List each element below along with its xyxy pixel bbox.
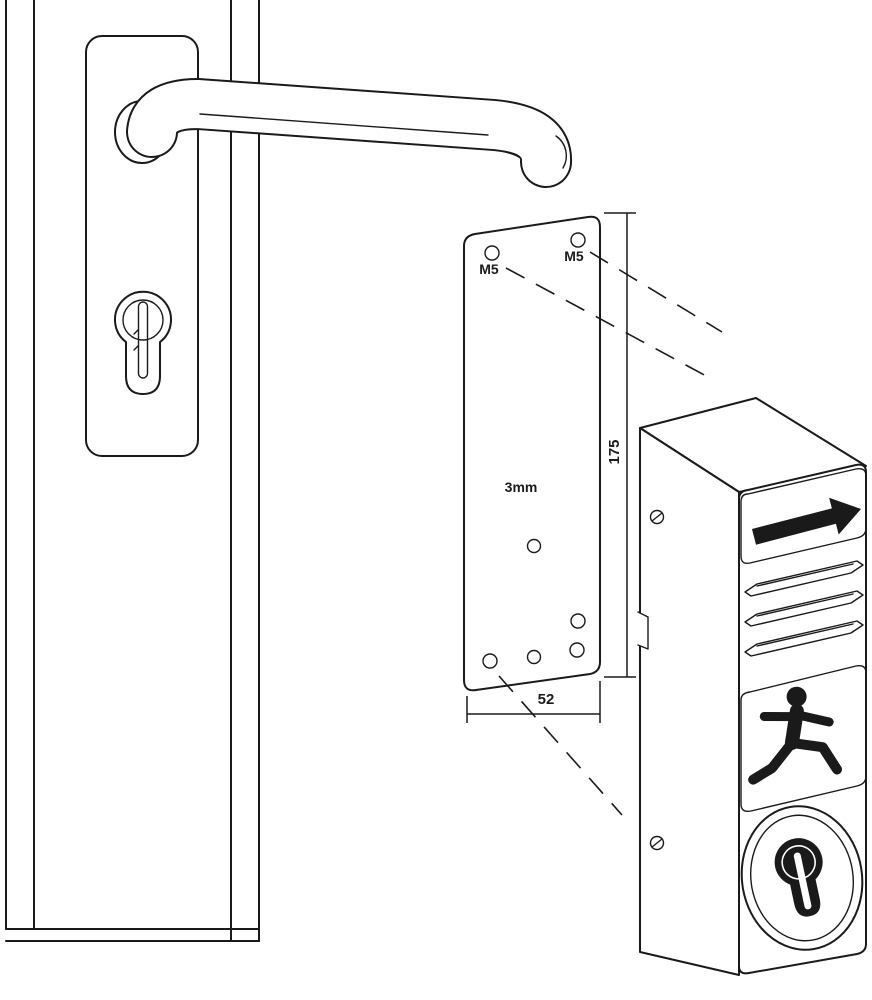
screw-slot bbox=[651, 512, 663, 522]
dimension-label-height: 175 bbox=[606, 439, 623, 464]
running-man-back-leg bbox=[748, 737, 797, 785]
arrow-right-icon bbox=[752, 497, 861, 545]
louver-slot-3 bbox=[744, 620, 864, 657]
lever-handle-end-contour bbox=[555, 135, 568, 169]
exit-sign-frame bbox=[740, 664, 867, 813]
mounting-plate-outline bbox=[463, 215, 601, 692]
screw-slot bbox=[651, 838, 663, 848]
running-man-back-arm bbox=[759, 711, 800, 722]
lever-handle-fill bbox=[128, 79, 570, 186]
plate-hole-center bbox=[526, 538, 542, 554]
euro-cylinder-icon bbox=[774, 838, 823, 917]
device-louver-grille bbox=[744, 560, 864, 657]
louver-slot-2-inner-line bbox=[756, 593, 854, 617]
plate-hole-top-left bbox=[484, 245, 500, 261]
device-left-face bbox=[639, 427, 740, 976]
device-arrow-sign bbox=[740, 467, 867, 565]
mounting-plate: M5 M5 3mm bbox=[463, 215, 601, 692]
device-screw-top bbox=[649, 509, 665, 525]
plate-hole-lower-right bbox=[570, 613, 586, 629]
running-man-icon bbox=[748, 686, 843, 785]
dimension-plate-height: 175 bbox=[604, 212, 636, 678]
door-panel-lines bbox=[230, 0, 260, 942]
lever-handle-contour-line bbox=[199, 113, 489, 136]
dimension-label-width: 52 bbox=[538, 691, 555, 708]
running-man-front-leg bbox=[786, 737, 843, 775]
alignment-dash-top-left bbox=[505, 267, 709, 378]
device-key-slot bbox=[793, 852, 812, 910]
running-man-head bbox=[786, 686, 807, 707]
plate-hole-bottom-right bbox=[569, 642, 585, 658]
hole-label-m5-left: M5 bbox=[479, 261, 499, 277]
running-man-front-arm bbox=[791, 709, 834, 727]
backplate-euro-cylinder bbox=[114, 290, 172, 395]
plate-hole-top-right bbox=[570, 232, 586, 248]
latch-notch bbox=[637, 611, 649, 650]
louver-slot-2 bbox=[744, 590, 864, 627]
louver-slot-1 bbox=[744, 560, 864, 597]
cylinder-face-ring bbox=[122, 299, 164, 341]
device-emergency-exit-sign bbox=[740, 664, 867, 813]
key-slot bbox=[137, 301, 149, 379]
hole-label-m5-right: M5 bbox=[564, 248, 584, 264]
louver-slot-3-inner-line bbox=[756, 623, 854, 647]
arrow-sign-frame bbox=[740, 467, 867, 565]
device-screw-bottom bbox=[649, 835, 665, 851]
latch-notch-fill bbox=[638, 612, 648, 649]
exit-alarm-device bbox=[637, 397, 867, 976]
louver-slot-1-inner-line bbox=[756, 563, 854, 587]
plate-hole-bottom-center bbox=[526, 649, 542, 665]
plate-thickness-label: 3mm bbox=[505, 479, 538, 495]
key-cut-marks bbox=[133, 329, 139, 351]
device-cylinder-escutcheon bbox=[740, 805, 864, 951]
door-handle-assembly bbox=[85, 35, 572, 457]
alignment-dash-top-right bbox=[589, 251, 723, 333]
plate-hole-bottom-left bbox=[482, 653, 498, 669]
alignment-dash-bottom bbox=[498, 675, 623, 816]
escutcheon-inner-oval bbox=[749, 814, 855, 942]
alignment-dashed-lines bbox=[498, 251, 723, 816]
wall-frame-lines bbox=[5, 0, 260, 942]
euro-cylinder-profile bbox=[114, 290, 172, 395]
